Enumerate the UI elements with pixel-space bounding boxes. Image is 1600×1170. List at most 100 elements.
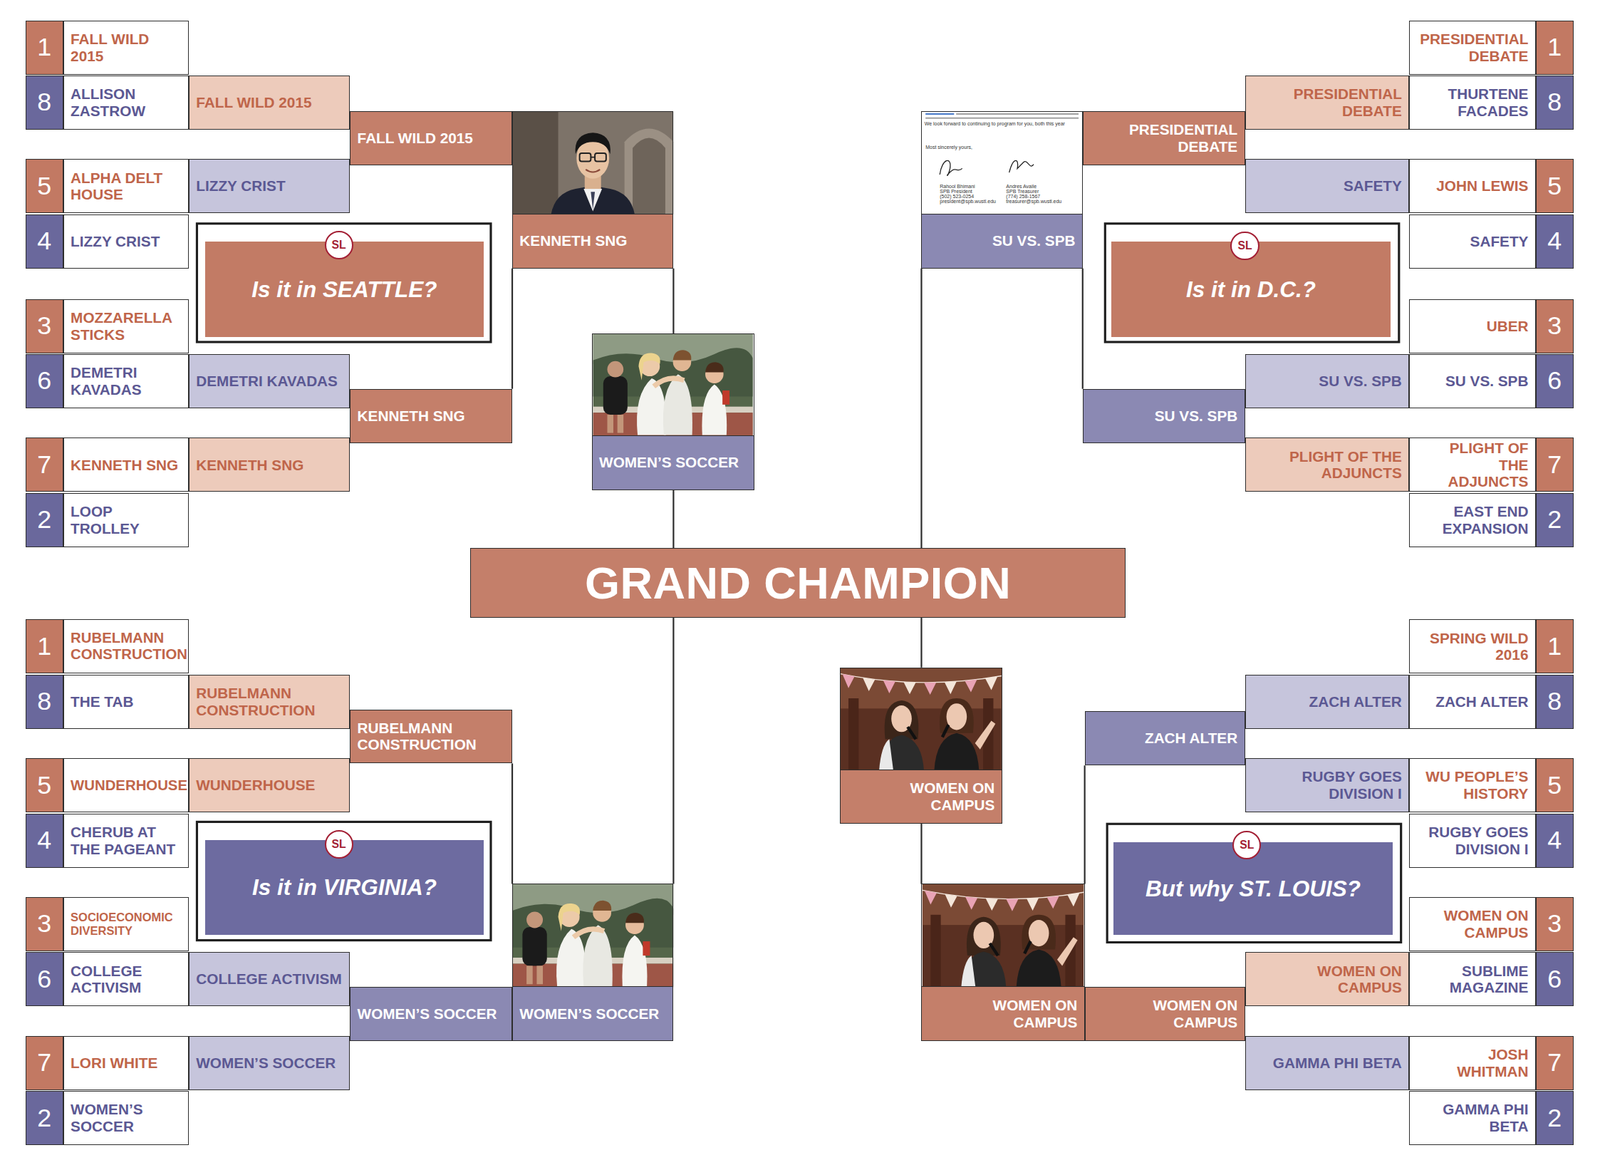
- callout-frame: [196, 223, 491, 342]
- bracket-line: [511, 268, 513, 389]
- seed-number: 7: [1547, 1047, 1562, 1078]
- photo: [593, 334, 753, 436]
- round-three-box: WOMEN’S SOCCER: [349, 986, 513, 1041]
- winner-name: PLIGHT OF THE ADJUNCTS: [1252, 448, 1402, 483]
- letter-text: Andres Availe: [1005, 183, 1037, 189]
- photo: [512, 111, 674, 215]
- bracket-entry: SPRING WILD 2016: [1409, 619, 1536, 674]
- seed-number: 5: [1547, 171, 1562, 201]
- callout-frame: [1104, 223, 1400, 342]
- callout-text: Is it in D.C.?: [1186, 276, 1316, 303]
- round-two-box: PLIGHT OF THE ADJUNCTS: [1245, 437, 1410, 492]
- seed-box: 2: [1535, 492, 1574, 548]
- finalist-card: WOMEN ON CAMPUS: [921, 883, 1085, 1041]
- entry-name: MOZZARELLA STICKS: [70, 309, 182, 344]
- logo-badge: SL: [324, 829, 354, 859]
- bracket-entry: JOSH WHITMAN: [1409, 1035, 1536, 1090]
- seed-number: 2: [1547, 505, 1562, 535]
- bracket-entry: LIZZY CRIST: [63, 214, 189, 269]
- bracket-entry: PRESIDENTIAL DEBATE: [1409, 20, 1536, 75]
- seed-number: 3: [1547, 908, 1562, 939]
- photo: [840, 667, 1002, 771]
- seed-box: 5: [1535, 158, 1574, 214]
- seed-box: 3: [1535, 299, 1574, 354]
- winner-name: PRESIDENTIAL DEBATE: [1252, 85, 1402, 120]
- seed-number: 7: [37, 1047, 52, 1078]
- round-two-box: RUGBY GOES DIVISION I: [1245, 757, 1410, 813]
- winner-name: FALL WILD 2015: [195, 94, 312, 112]
- bracket-entry: LOOP TROLLEY: [63, 492, 189, 548]
- entry-name: LIZZY CRIST: [70, 232, 160, 251]
- entry-name: KENNETH SNG: [70, 456, 179, 474]
- entry-name: PLIGHT OF THE ADJUNCTS: [1416, 439, 1529, 491]
- entry-name: WOMEN’S SOCCER: [70, 1100, 182, 1135]
- entry-name: PRESIDENTIAL DEBATE: [1416, 30, 1529, 65]
- bracket-entry: JOHN LEWIS: [1409, 158, 1536, 214]
- seed-number: 6: [1547, 366, 1562, 396]
- entry-name: WOMEN ON CAMPUS: [1416, 906, 1529, 942]
- winner-name: RUGBY GOES DIVISION I: [1252, 767, 1402, 803]
- seed-box: 1: [1535, 20, 1574, 75]
- photo: [922, 884, 1084, 988]
- bracket-entry: ALPHA DELT HOUSE: [63, 158, 189, 214]
- round-two-box: PRESIDENTIAL DEBATE: [1245, 75, 1410, 130]
- entry-name: UBER: [1486, 317, 1529, 335]
- entry-name: DEMETRI KAVADAS: [70, 364, 182, 399]
- finalist-card: WOMEN’S SOCCER: [591, 333, 755, 490]
- letter-text: We look forward to continuing to program…: [924, 121, 1078, 127]
- bracket-line: [672, 268, 674, 335]
- seed-number: 7: [1547, 450, 1562, 480]
- callout-frame: [196, 223, 1401, 943]
- seed-box: 6: [25, 951, 64, 1006]
- entry-name: SOCIOECONOMIC DIVERSITY: [70, 910, 182, 938]
- bracket-entry: SAFETY: [1409, 214, 1536, 269]
- bracket-entry: CHERUB AT THE PAGEANT: [63, 813, 189, 868]
- bracket-entry: SU VS. SPB: [1409, 354, 1536, 409]
- seed-number: 5: [1547, 770, 1562, 800]
- seed-number: 8: [1547, 87, 1562, 117]
- finalist-name: WOMEN ON CAMPUS: [847, 779, 995, 814]
- seed-box: 1: [1535, 619, 1574, 674]
- finalist-name: WOMEN’S SOCCER: [519, 1005, 659, 1023]
- winner-name: ZACH ALTER: [1309, 693, 1402, 711]
- round-two-box: SU VS. SPB: [1245, 354, 1410, 409]
- bracket-entry: KENNETH SNG: [63, 437, 189, 492]
- bracket-entry: SOCIOECONOMIC DIVERSITY: [63, 896, 189, 952]
- seed-box: 2: [25, 1090, 64, 1145]
- seed-number: 1: [37, 631, 52, 662]
- winner-name: KENNETH SNG: [357, 407, 466, 425]
- seed-box: 6: [1535, 354, 1574, 409]
- card-label: WOMEN’S SOCCER: [592, 435, 754, 490]
- photo: [921, 111, 1083, 215]
- badge-text: SL: [331, 238, 346, 252]
- seed-box: 7: [1535, 1035, 1574, 1090]
- entry-name: THURTENE FACADES: [1416, 85, 1529, 120]
- letter-text: president@spb.wustl.edu: [939, 198, 996, 204]
- winner-name: SU VS. SPB: [1318, 372, 1402, 390]
- winner-name: WOMEN’S SOCCER: [195, 1054, 336, 1072]
- round-two-box: RUBELMANN CONSTRUCTION: [188, 674, 350, 729]
- seed-box: 8: [1535, 674, 1574, 729]
- seed-box: 8: [25, 674, 64, 729]
- winner-name: WOMEN ON CAMPUS: [1252, 962, 1402, 997]
- seed-box: 2: [1535, 1090, 1574, 1145]
- seed-box: 2: [25, 492, 64, 548]
- seed-number: 1: [1547, 32, 1562, 62]
- letter-text: SPB President: [939, 188, 973, 194]
- callout-frame: [196, 821, 491, 940]
- entry-name: CHERUB AT THE PAGEANT: [70, 823, 182, 858]
- winner-name: WOMEN’S SOCCER: [357, 1005, 498, 1023]
- round-two-box: DEMETRI KAVADAS: [188, 354, 350, 409]
- round-three-box: RUBELMANN CONSTRUCTION: [349, 709, 513, 764]
- round-three-box: PRESIDENTIAL DEBATE: [1082, 111, 1246, 166]
- entry-name: EAST END EXPANSION: [1416, 502, 1529, 538]
- winner-name: WUNDERHOUSE: [195, 776, 315, 794]
- seed-number: 6: [37, 964, 52, 994]
- bracket-line: [511, 762, 513, 884]
- callout-text: But why ST. LOUIS?: [1145, 875, 1361, 902]
- seed-box: 6: [1535, 951, 1574, 1006]
- bracket-entry: MOZZARELLA STICKS: [63, 299, 189, 354]
- finalist-card: WOMEN ON CAMPUS: [839, 667, 1003, 824]
- letter-text: SPB Treasurer: [1005, 188, 1039, 194]
- bracket-entry: THE TAB: [63, 674, 189, 729]
